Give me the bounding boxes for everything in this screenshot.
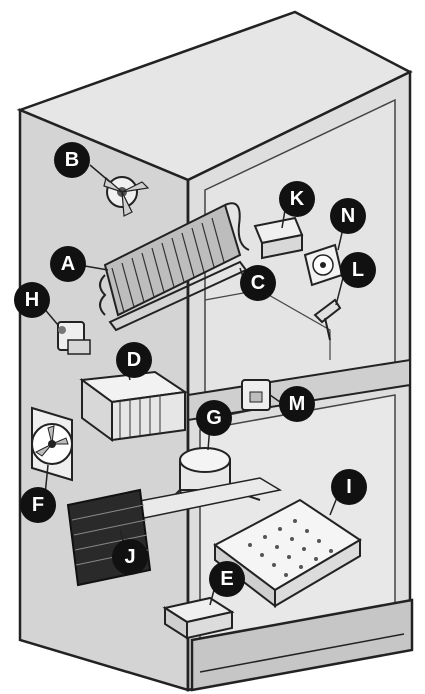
callout-m-label: M (289, 393, 306, 415)
callout-f: F (20, 487, 56, 523)
callout-i: I (331, 469, 367, 505)
callout-i-label: I (346, 476, 352, 498)
callout-k: K (279, 181, 315, 217)
callout-h: H (14, 282, 50, 318)
callout-c-label: C (251, 272, 265, 294)
condenser-fan-part (32, 408, 72, 480)
callout-d: D (116, 342, 152, 378)
thermostat-part (242, 380, 270, 410)
callout-b-label: B (65, 149, 79, 171)
callout-j-label: J (124, 546, 135, 568)
callout-d-label: D (127, 349, 141, 371)
callout-c: C (240, 265, 276, 301)
damper-control-part (255, 218, 302, 258)
callout-h-label: H (25, 289, 39, 311)
callout-l: L (340, 252, 376, 288)
callout-b: B (54, 142, 90, 178)
callout-n: N (330, 198, 366, 234)
callout-k-label: K (290, 188, 305, 210)
callout-g: G (196, 400, 232, 436)
callout-f-label: F (32, 494, 44, 516)
callout-m: M (279, 386, 315, 422)
callout-g-label: G (206, 407, 222, 429)
callout-n-label: N (341, 205, 355, 227)
callout-j: J (112, 539, 148, 575)
callout-a-label: A (61, 253, 75, 275)
callout-e: E (209, 561, 245, 597)
ice-maker-part (82, 372, 185, 440)
callout-l-label: L (352, 259, 364, 281)
callout-e-label: E (220, 568, 233, 590)
callout-a: A (50, 246, 86, 282)
